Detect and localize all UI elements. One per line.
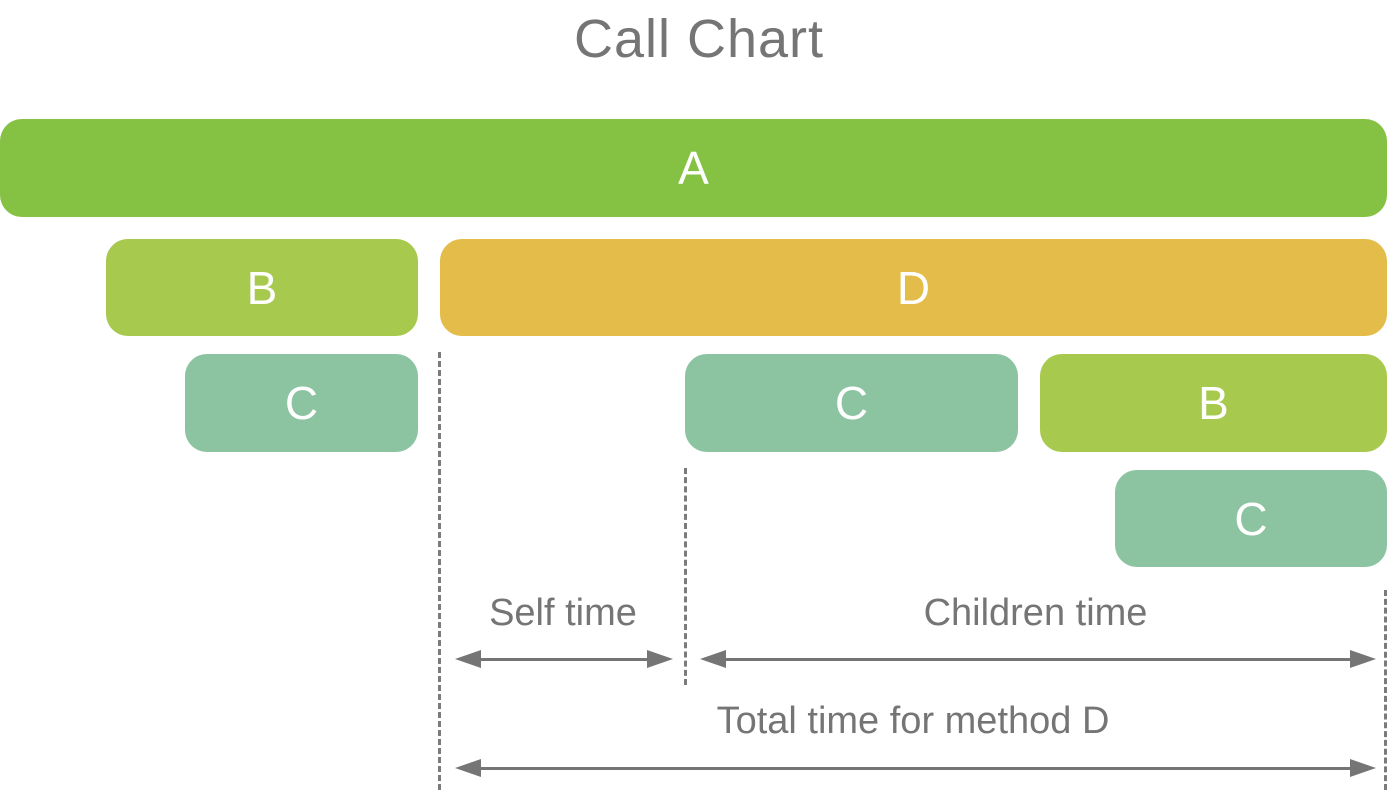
call-bar-b: B <box>106 239 418 336</box>
dashed-guide-d-start <box>438 352 441 790</box>
call-bar-c-under-b: C <box>185 354 418 452</box>
dashed-guide-d-end <box>1384 590 1387 790</box>
arrowhead-left-icon <box>700 650 726 668</box>
call-bar-a-label: A <box>678 142 709 194</box>
self-time-label: Self time <box>489 592 637 634</box>
page-title: Call Chart <box>573 9 825 69</box>
call-bar-d-label: D <box>896 261 931 314</box>
self-time-arrow <box>455 650 673 668</box>
call-bar-a: A <box>0 119 1387 217</box>
call-bar-b-under-d-label: B <box>1198 377 1229 429</box>
call-bar-c-under-b-label: C <box>284 377 319 429</box>
call-bar-c-nested-label: C <box>1234 492 1268 545</box>
dashed-guide-children-start <box>684 468 687 685</box>
arrow-line <box>473 766 1358 770</box>
call-bar-d: D <box>440 239 1387 336</box>
children-time-arrow <box>700 650 1376 668</box>
arrowhead-right-icon <box>1350 650 1376 668</box>
children-time-label: Children time <box>923 592 1148 634</box>
call-bar-c-under-d: C <box>685 354 1018 452</box>
arrow-line <box>718 657 1358 661</box>
arrowhead-left-icon <box>455 650 481 668</box>
call-bar-c-nested: C <box>1115 470 1387 567</box>
call-bar-c-under-d-label: C <box>834 377 869 429</box>
call-bar-b-label: B <box>246 261 278 314</box>
total-time-arrow <box>455 759 1376 777</box>
arrowhead-right-icon <box>1350 759 1376 777</box>
total-time-label: Total time for method D <box>716 700 1110 742</box>
arrowhead-left-icon <box>455 759 481 777</box>
call-bar-b-under-d: B <box>1040 354 1387 452</box>
arrowhead-right-icon <box>647 650 673 668</box>
arrow-line <box>473 657 655 661</box>
